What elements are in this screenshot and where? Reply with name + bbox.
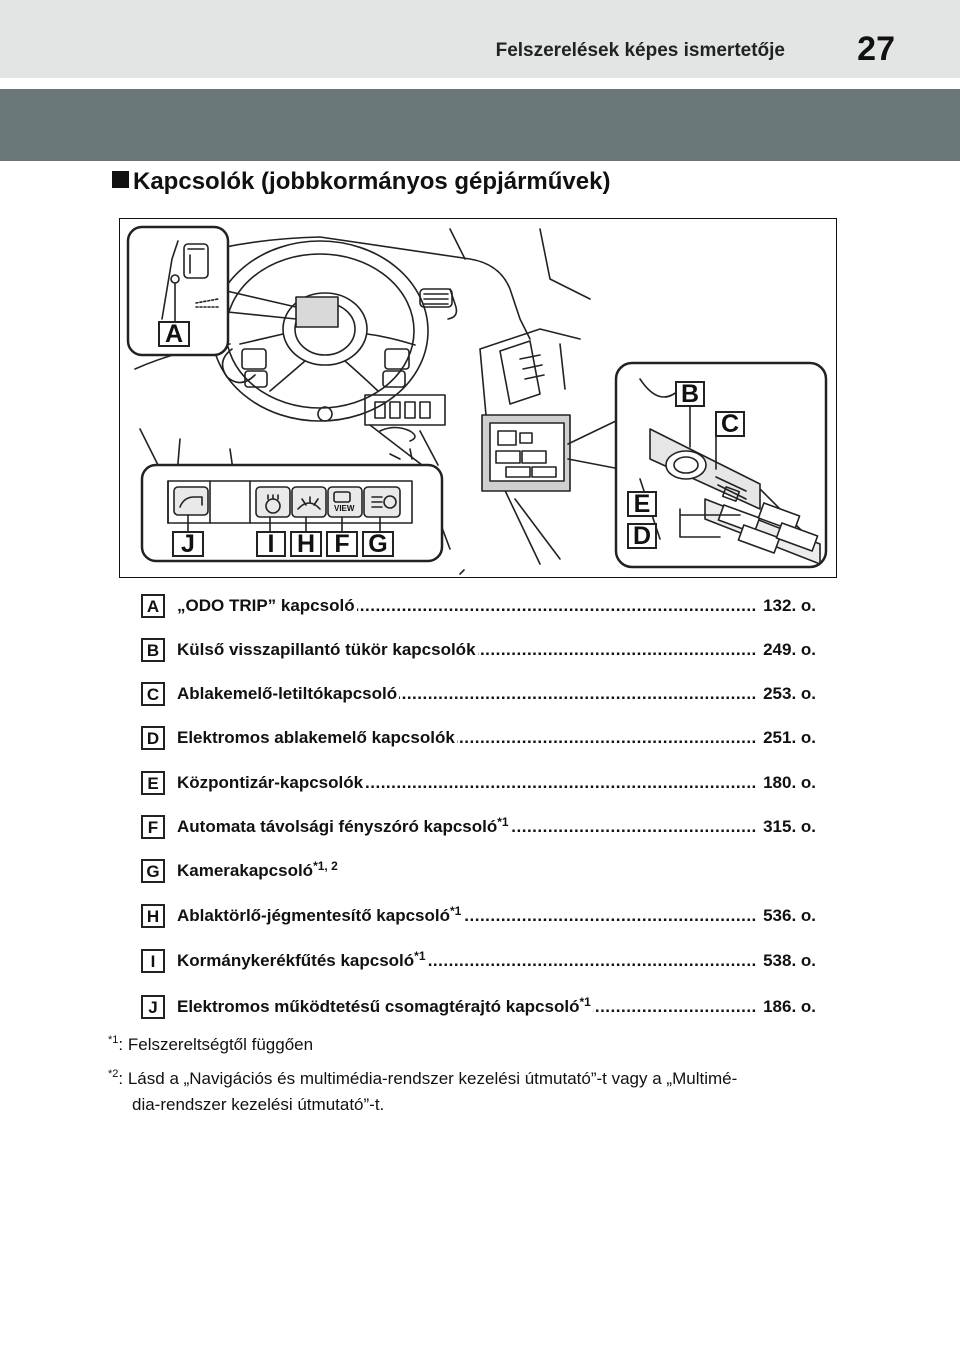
item-text: ........................................… — [177, 683, 816, 705]
item-text: ........................................… — [177, 996, 816, 1018]
item-page: 186. o. — [759, 996, 816, 1018]
item-label: Kormánykerékfűtés kapcsoló — [177, 951, 414, 970]
item-text: ........................................… — [177, 905, 816, 927]
item-footnote-mark: *1 — [497, 816, 508, 829]
list-item: I ......................................… — [0, 949, 960, 989]
callout-h: H — [290, 531, 322, 557]
item-page: 251. o. — [759, 727, 816, 749]
item-label: Elektromos működtetésű csomagtérajtó kap… — [177, 997, 579, 1016]
item-letter: F — [141, 815, 165, 839]
footnote-continuation: dia-rendszer kezelési útmutató”-t. — [108, 1092, 737, 1118]
item-letter: E — [141, 771, 165, 795]
item-text: ........................................… — [177, 816, 816, 838]
footnote-text: : Felszereltségtől függően — [118, 1035, 313, 1054]
item-footnote-mark: *1, 2 — [313, 860, 338, 873]
footnote-1: *1: Felszereltségtől függően — [108, 1032, 313, 1058]
list-item: E ......................................… — [0, 771, 960, 811]
item-label: Központizár-kapcsolók — [177, 773, 365, 792]
item-letter: B — [141, 638, 165, 662]
item-text: ........................................… — [177, 950, 816, 972]
item-label: Elektromos ablakemelő kapcsolók — [177, 728, 457, 747]
item-letter: D — [141, 726, 165, 750]
item-label-wrap: Elektromos működtetésű csomagtérajtó kap… — [177, 997, 593, 1016]
callout-b: B — [675, 381, 705, 407]
chapter-banner — [0, 89, 960, 161]
item-letter: I — [141, 949, 165, 973]
callout-g: F — [326, 531, 358, 557]
footnote-mark: *2 — [108, 1068, 118, 1080]
item-footnote-mark: *1 — [450, 905, 461, 918]
list-item: H ......................................… — [0, 904, 960, 944]
callout-c: C — [715, 411, 745, 437]
item-footnote-mark: *1 — [579, 996, 590, 1009]
item-label: „ODO TRIP” kapcsoló — [177, 596, 357, 615]
list-item: J ......................................… — [0, 995, 960, 1035]
footnote-text: : Lásd a „Navigációs és multimédia-rends… — [118, 1069, 737, 1088]
item-text: ........................................… — [177, 595, 816, 617]
item-page: 132. o. — [759, 595, 816, 617]
item-text: Kamerakapcsoló*1, 2 — [177, 860, 816, 882]
item-text: ........................................… — [177, 727, 816, 749]
item-letter: J — [141, 995, 165, 1019]
section-heading: Kapcsolók (jobbkormányos gépjárművek) — [112, 168, 610, 196]
footnote-mark: *1 — [108, 1034, 118, 1046]
dashboard-illustration: VIEW A B C E D J I H F G — [119, 218, 837, 578]
section-title: Felszerelések képes ismertetője — [496, 40, 785, 62]
item-label: Kamerakapcsoló — [177, 861, 313, 880]
callout-j: J — [172, 531, 204, 557]
item-page: 253. o. — [759, 683, 816, 705]
item-page: 538. o. — [759, 950, 816, 972]
list-item: G Kamerakapcsoló*1, 2 — [0, 859, 960, 899]
list-item: B ......................................… — [0, 638, 960, 678]
item-label-wrap: Automata távolsági fényszóró kapcsoló*1 — [177, 817, 511, 836]
footnote-2: *2: Lásd a „Navigációs és multimédia-ren… — [108, 1066, 737, 1118]
item-page: 315. o. — [759, 816, 816, 838]
callout-i: I — [256, 531, 286, 557]
callout-d: D — [627, 523, 657, 549]
item-letter: A — [141, 594, 165, 618]
callout-a: A — [158, 321, 190, 347]
page-number: 27 — [857, 30, 895, 69]
list-item: A ......................................… — [0, 594, 960, 634]
dashboard-drawing — [120, 219, 838, 579]
item-letter: C — [141, 682, 165, 706]
list-item: D ......................................… — [0, 726, 960, 766]
view-label: VIEW — [334, 504, 354, 513]
item-label-wrap: Ablaktörlő-jégmentesítő kapcsoló*1 — [177, 906, 463, 925]
item-label: Automata távolsági fényszóró kapcsoló — [177, 817, 497, 836]
callout-f: G — [362, 531, 394, 557]
item-page: 180. o. — [759, 772, 816, 794]
item-letter: H — [141, 904, 165, 928]
heading-text: Kapcsolók (jobbkormányos gépjárművek) — [133, 168, 610, 195]
list-item: C ......................................… — [0, 682, 960, 722]
item-label: Ablakemelő-letiltókapcsoló — [177, 684, 399, 703]
item-label: Külső visszapillantó tükör kapcsolók — [177, 640, 478, 659]
item-text: ........................................… — [177, 772, 816, 794]
item-page: 249. o. — [759, 639, 816, 661]
item-text: ........................................… — [177, 639, 816, 661]
item-footnote-mark: *1 — [414, 950, 425, 963]
list-item: F ......................................… — [0, 815, 960, 855]
item-label-wrap: Kormánykerékfűtés kapcsoló*1 — [177, 951, 428, 970]
callout-e: E — [627, 491, 657, 517]
item-label: Ablaktörlő-jégmentesítő kapcsoló — [177, 906, 450, 925]
header-bar — [0, 0, 960, 78]
item-page: 536. o. — [759, 905, 816, 927]
item-letter: G — [141, 859, 165, 883]
heading-square-icon — [112, 171, 129, 188]
item-label-wrap: Kamerakapcsoló*1, 2 — [177, 861, 340, 880]
